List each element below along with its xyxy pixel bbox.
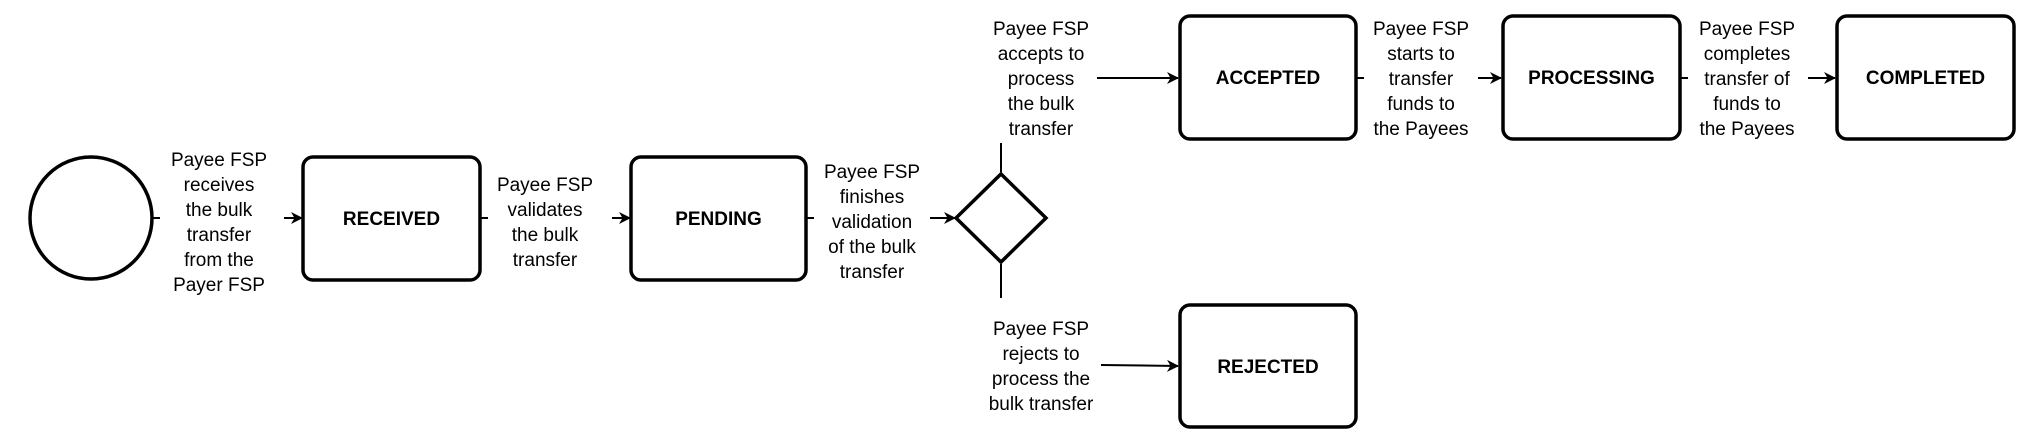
state-pending [629, 155, 808, 282]
label-start-transfer: Payee FSP starts to transfer funds to the Pa… [1373, 19, 1469, 140]
label-validate-line: Payee FSP [497, 175, 593, 196]
label-complete-transfer-line: funds to [1713, 94, 1781, 115]
label-receive-line: receives [184, 175, 255, 196]
state-received [301, 155, 482, 282]
label-finish-validation-line: of the bulk [828, 237, 916, 258]
label-validate: Payee FSP validates the bulk transfer [497, 175, 593, 271]
label-finish-validation-line: Payee FSP [824, 162, 920, 183]
state-received-label: RECEIVED [343, 209, 440, 230]
label-finish-validation: Payee FSP finishes validation of the bulk tr… [824, 162, 920, 283]
label-reject-line: bulk transfer [989, 394, 1094, 415]
label-reject-line: rejects to [1002, 344, 1079, 365]
label-complete-transfer-line: completes [1704, 44, 1791, 65]
label-reject: Payee FSP rejects to process the bulk trans… [989, 319, 1094, 415]
label-receive-line: transfer [187, 225, 252, 246]
label-accept-line: Payee FSP [993, 19, 1089, 40]
label-receive-line: from the [184, 250, 254, 271]
label-start-transfer-line: funds to [1387, 94, 1455, 115]
label-receive-line: the bulk [186, 200, 253, 221]
label-validate-line: validates [508, 200, 583, 221]
state-rejected [1178, 303, 1358, 429]
label-validate-line: the bulk [512, 225, 579, 246]
start-node [28, 155, 154, 281]
label-reject-line: Payee FSP [993, 319, 1089, 340]
label-accept-line: process [1008, 69, 1075, 90]
label-receive-line: Payee FSP [171, 150, 267, 171]
state-completed-label: COMPLETED [1866, 68, 1985, 89]
label-receive-line: Payer FSP [173, 275, 265, 296]
label-start-transfer-line: the Payees [1373, 119, 1468, 140]
label-accept-line: transfer [1009, 119, 1074, 140]
label-validate-line: transfer [513, 250, 578, 271]
label-complete-transfer-line: transfer of [1704, 69, 1790, 90]
state-pending-label: PENDING [675, 209, 762, 230]
label-complete-transfer-line: Payee FSP [1699, 19, 1795, 40]
label-receive: Payee FSP receives the bulk transfer from th… [171, 150, 267, 296]
label-complete-transfer: Payee FSP completes transfer of funds to the… [1699, 19, 1795, 140]
decision-gateway [953, 171, 1049, 265]
label-start-transfer-line: transfer [1389, 69, 1454, 90]
state-completed [1835, 14, 2016, 141]
state-rejected-label: REJECTED [1217, 357, 1318, 378]
label-finish-validation-line: validation [832, 212, 912, 233]
state-accepted [1178, 14, 1358, 141]
label-start-transfer-line: Payee FSP [1373, 19, 1469, 40]
label-accept-line: the bulk [1008, 94, 1075, 115]
label-accept-line: accepts to [998, 44, 1085, 65]
label-complete-transfer-line: the Payees [1699, 119, 1794, 140]
edge-gateway-to-rejected-arrow [1100, 359, 1179, 372]
label-start-transfer-line: starts to [1387, 44, 1455, 65]
state-processing-label: PROCESSING [1528, 68, 1655, 89]
label-reject-line: process the [992, 369, 1090, 390]
state-accepted-label: ACCEPTED [1216, 68, 1321, 89]
label-finish-validation-line: transfer [840, 262, 905, 283]
label-accept: Payee FSP accepts to process the bulk transf… [993, 19, 1089, 140]
state-processing [1501, 14, 1682, 141]
label-finish-validation-line: finishes [840, 187, 904, 208]
